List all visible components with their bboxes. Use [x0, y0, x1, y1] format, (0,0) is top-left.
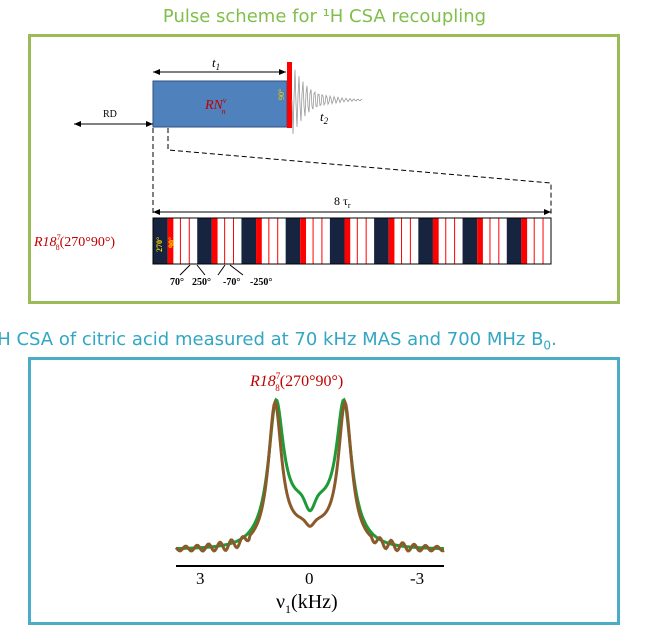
r18-sequence — [153, 218, 544, 264]
phase-arrows — [179, 264, 244, 276]
navy-pulse — [506, 218, 522, 264]
navy-pulse — [418, 218, 433, 264]
fid-signal — [291, 69, 363, 135]
navy-pulse — [285, 218, 301, 264]
seq-90-label: 90° — [167, 237, 176, 248]
t2-label: t2 — [320, 109, 329, 126]
spectrum-panel — [28, 357, 620, 625]
rd-label: RD — [103, 109, 117, 120]
phase-250: 250° — [192, 277, 211, 288]
navy-pulse — [197, 218, 212, 264]
red-pulse — [167, 218, 174, 264]
red-pulse — [477, 218, 483, 264]
spectrum-title: ¹H CSA of citric acid measured at 70 kHz… — [0, 329, 557, 353]
tick-3: 3 — [196, 569, 205, 588]
red-pulse — [300, 218, 307, 264]
red-pulse — [521, 218, 528, 264]
pulse-scheme-panel — [28, 34, 620, 304]
expand-line-right — [167, 128, 552, 216]
phase-minus-250: -250° — [250, 277, 272, 288]
phase-70: 70° — [170, 277, 184, 288]
red-pulse — [211, 218, 218, 264]
t1-label: t1 — [212, 55, 220, 72]
red-pulse — [256, 218, 262, 264]
navy-pulse — [462, 218, 478, 264]
red-pulse — [388, 218, 395, 264]
seq-270-label: 270° — [155, 237, 164, 252]
phase-minus-70: -70° — [223, 277, 240, 288]
navy-pulse — [329, 218, 345, 264]
red-pulse — [432, 218, 439, 264]
navy-pulse — [241, 218, 257, 264]
navy-pulse — [374, 218, 389, 264]
navy-pulse — [153, 218, 168, 264]
tick-0: 0 — [305, 569, 314, 588]
pulse-90-label: 90° — [277, 89, 286, 100]
spectrum-brown-curve — [174, 399, 445, 553]
x-axis-label: ν1(kHz) — [276, 591, 338, 616]
red-pulse — [344, 218, 351, 264]
period-label: 8 τr — [334, 194, 351, 210]
tick-minus-3: -3 — [410, 569, 424, 588]
rn-block — [152, 80, 288, 128]
pulse-90 — [287, 62, 292, 128]
scheme-title: Pulse scheme for ¹H CSA recoupling — [162, 6, 487, 27]
